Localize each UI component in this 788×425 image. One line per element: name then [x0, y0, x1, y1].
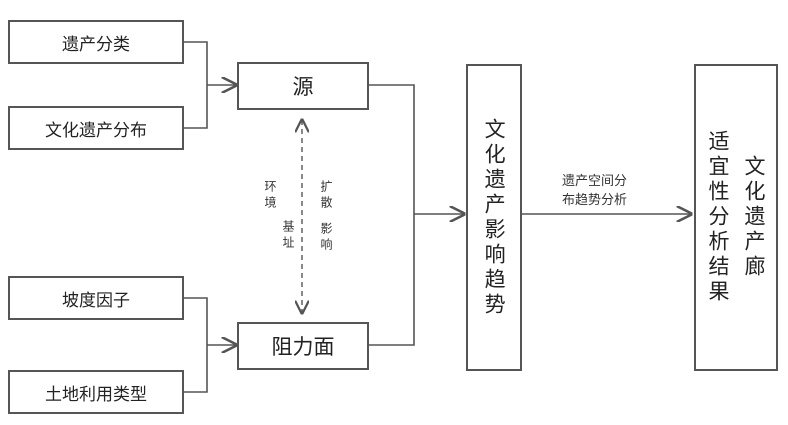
- land-use-type-label: 土地利用类型: [45, 384, 147, 405]
- result-col2: 适宜性分析结果: [706, 130, 730, 305]
- spatial-analysis-label-line1: 遗产空间分: [562, 174, 628, 189]
- heritage-category-box: 遗产分类: [8, 20, 184, 64]
- result-col1: 文化遗产廊: [742, 155, 766, 280]
- influence-trend-label: 文化遗产影响趋势: [482, 117, 507, 318]
- connector-category-to-source: [184, 41, 208, 129]
- connector-source-resistance-merge: [369, 84, 415, 346]
- source-label: 源: [292, 75, 314, 99]
- heritage-distribution-label: 文化遗产分布: [45, 120, 147, 141]
- heritage-category-label: 遗产分类: [62, 34, 130, 55]
- suitability-result-text: 文化遗产廊 适宜性分析结果: [703, 130, 769, 305]
- resistance-label: 阻力面: [271, 335, 335, 359]
- heritage-distribution-box: 文化遗产分布: [8, 106, 184, 150]
- spread-influence-label-col1: 扩散: [319, 180, 333, 212]
- suitability-result-box: 文化遗产廊 适宜性分析结果: [694, 64, 778, 371]
- influence-trend-box: 文化遗产影响趋势: [466, 64, 522, 371]
- slope-factor-box: 坡度因子: [8, 276, 184, 320]
- environment-base-label-col1: 环境: [263, 180, 277, 212]
- slope-factor-label: 坡度因子: [62, 290, 130, 311]
- spread-influence-label-col2: 影响: [319, 222, 333, 254]
- environment-base-label-col2: 基址: [281, 220, 295, 252]
- resistance-box: 阻力面: [237, 322, 369, 370]
- connector-slope-to-resistance: [184, 297, 208, 393]
- land-use-type-box: 土地利用类型: [8, 370, 184, 414]
- spatial-analysis-label-line2: 布趋势分析: [562, 193, 628, 208]
- source-box: 源: [237, 62, 369, 110]
